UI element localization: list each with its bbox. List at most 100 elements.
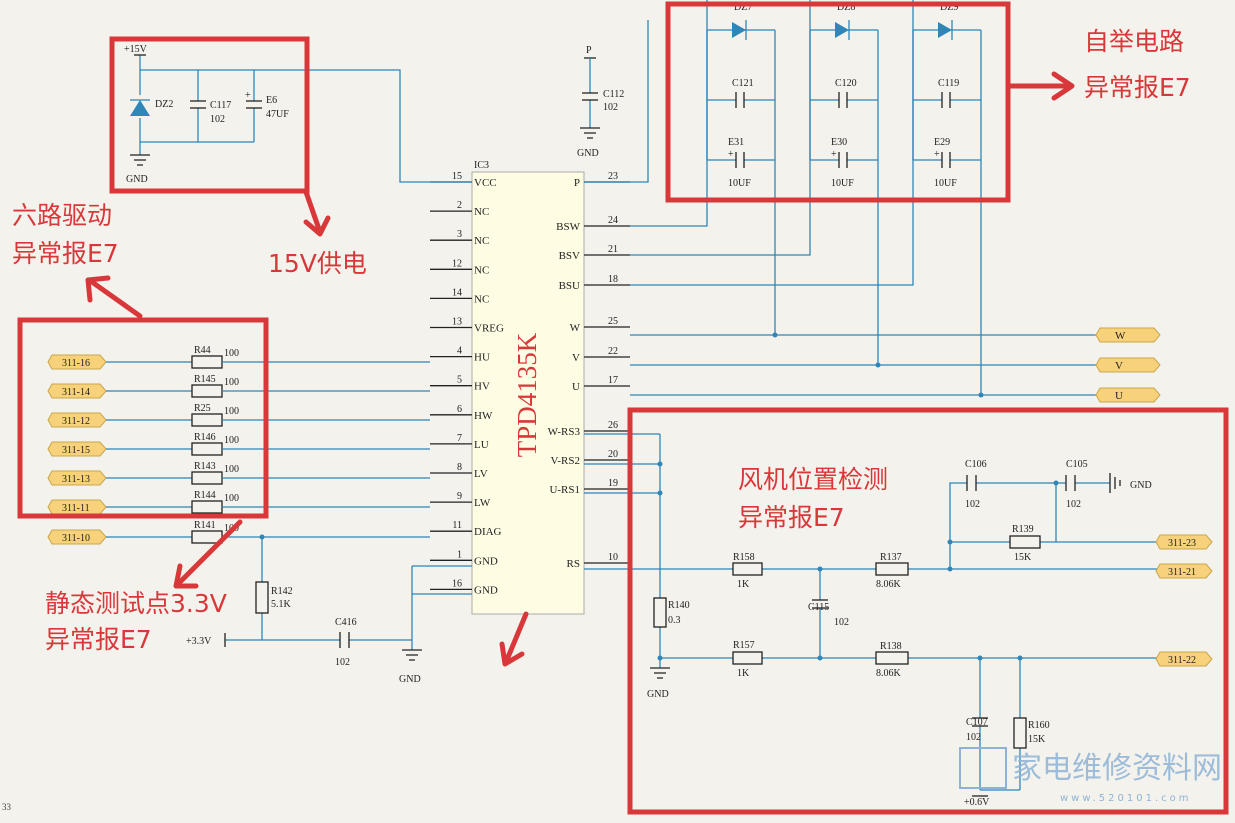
- pin-number: 4: [457, 346, 462, 357]
- bootstrap-arrow: [1007, 71, 1075, 101]
- pin-name: RS: [567, 558, 580, 570]
- pin-name: LU: [474, 439, 489, 451]
- zener-dz2-label: DZ2: [155, 99, 173, 110]
- e6-value: 47UF: [266, 109, 289, 120]
- drive-resistor-label: R141: [194, 520, 216, 531]
- pin-name: DIAG: [474, 526, 502, 538]
- pin-number: 11: [452, 520, 462, 531]
- drive-resistor: [191, 355, 223, 369]
- drive-arrow: [85, 275, 143, 319]
- pin-number: 13: [452, 317, 462, 328]
- pin-name: NC: [474, 235, 489, 247]
- c106-value: 102: [965, 499, 980, 510]
- pin-name: NC: [474, 206, 489, 218]
- supply-highlight-box: [109, 36, 310, 194]
- sense-port-label: 311-22: [1168, 655, 1196, 666]
- pin-name: HV: [474, 381, 490, 393]
- supply-rail-label: +15V: [124, 44, 148, 55]
- fan-position-sense: R140 0.3 GND R158 1K R137 8.06K C115 102…: [584, 433, 1213, 808]
- drive-resistor-label: R145: [194, 374, 216, 385]
- r137-value: 8.06K: [876, 579, 902, 590]
- watermark-url: www.520101.com: [1060, 793, 1192, 804]
- c416-value: 102: [335, 657, 350, 668]
- pin-name: U: [572, 381, 580, 393]
- r157-label: R157: [733, 640, 755, 651]
- ic-part-number: TPD4135K: [512, 332, 542, 457]
- output-port-label: U: [1115, 390, 1123, 402]
- r140-value: 0.3: [668, 615, 681, 626]
- r157-value: 1K: [737, 668, 750, 679]
- boot-title: 自举电路: [1084, 27, 1184, 56]
- test-fault: 异常报E7: [45, 625, 152, 654]
- drive-resistor-value: 100: [224, 435, 239, 446]
- e6-polarity: +: [245, 90, 251, 101]
- ic-left-pins: 15VCC2NC3NC12NC14NC13VREG4HU5HV6HW7LU8LV…: [430, 171, 504, 596]
- pin-name: HU: [474, 352, 490, 364]
- chip-arrow: [499, 611, 529, 667]
- ic-designator: IC3: [474, 160, 489, 171]
- drive-resistor: [191, 413, 223, 427]
- pin-name: V-RS2: [550, 455, 580, 467]
- pin-name: LW: [474, 497, 491, 509]
- pin-number: 5: [457, 375, 462, 386]
- output-port-label: W: [1115, 330, 1126, 342]
- phase-outputs: W V U: [630, 327, 1161, 403]
- pin-number: 20: [608, 449, 618, 460]
- input-port: [47, 412, 107, 428]
- r158-value: 1K: [737, 579, 750, 590]
- ecap-polarity: +: [728, 149, 734, 160]
- r160-label: R160: [1028, 720, 1050, 731]
- pin-number: 7: [457, 433, 462, 444]
- drive-resistor-value: 100: [224, 348, 239, 359]
- sense-port: [1155, 563, 1213, 579]
- zener-dz2-symbol: [130, 100, 150, 116]
- page-number: 33: [2, 802, 12, 812]
- p-cap-gnd-label: GND: [577, 148, 599, 159]
- bootstrap-highlight-box: [665, 1, 1011, 203]
- pin-name: VREG: [474, 323, 504, 335]
- bootstrap-diode-label: DZ9: [940, 2, 958, 13]
- bootstrap-ecap-label: E30: [831, 137, 847, 148]
- c105-value: 102: [1066, 499, 1081, 510]
- r142-label: R142: [271, 586, 293, 597]
- input-port: [47, 529, 107, 545]
- pin-name: BSW: [556, 221, 580, 233]
- fan-sense-highlight-box: [627, 407, 1229, 815]
- supply-gnd-label: GND: [126, 174, 148, 185]
- drive-resistor-value: 100: [224, 377, 239, 388]
- drive-resistor: [191, 471, 223, 485]
- pin-name: BSU: [559, 280, 580, 292]
- drive-resistor-label: R44: [194, 345, 211, 356]
- pin-number: 21: [608, 244, 618, 255]
- bootstrap-cap-label: C121: [732, 78, 754, 89]
- drive-resistor-label: R144: [194, 490, 216, 501]
- bootstrap-circuit: DZ7C121+E3110UFDZ8C120+E3010UFDZ9C119+E2…: [630, 0, 984, 398]
- drive-resistor: [191, 384, 223, 398]
- supply-15v-block: +15V DZ2 C117 102 + E6 47UF GND: [124, 44, 472, 185]
- r158-label: R158: [733, 552, 755, 563]
- input-port-label: 311-11: [62, 503, 90, 514]
- output-port-v: [1095, 357, 1161, 373]
- bootstrap-diode: [732, 22, 746, 38]
- pin-number: 15: [452, 171, 462, 182]
- drive-resistor-value: 100: [224, 406, 239, 417]
- fan-fault: 异常报E7: [738, 503, 845, 532]
- c117-label: C117: [210, 100, 231, 111]
- bootstrap-ecap-value: 10UF: [728, 178, 751, 189]
- sense-port: [1155, 534, 1213, 550]
- pin-name: BSV: [559, 250, 580, 262]
- pin-number: 9: [457, 491, 462, 502]
- output-port-label: V: [1115, 360, 1123, 372]
- input-port: [47, 441, 107, 457]
- drive-resistor-label: R143: [194, 461, 216, 472]
- pin-name: HW: [474, 410, 493, 422]
- bootstrap-cap-label: C119: [938, 78, 959, 89]
- sense-port: [1155, 651, 1213, 667]
- watermark-logo: [959, 747, 1007, 789]
- test-point-arrow: [173, 519, 243, 589]
- pin-number: 23: [608, 171, 618, 182]
- input-port-label: 311-15: [62, 445, 90, 456]
- pin-number: 1: [457, 549, 462, 560]
- pin-number: 2: [457, 200, 462, 211]
